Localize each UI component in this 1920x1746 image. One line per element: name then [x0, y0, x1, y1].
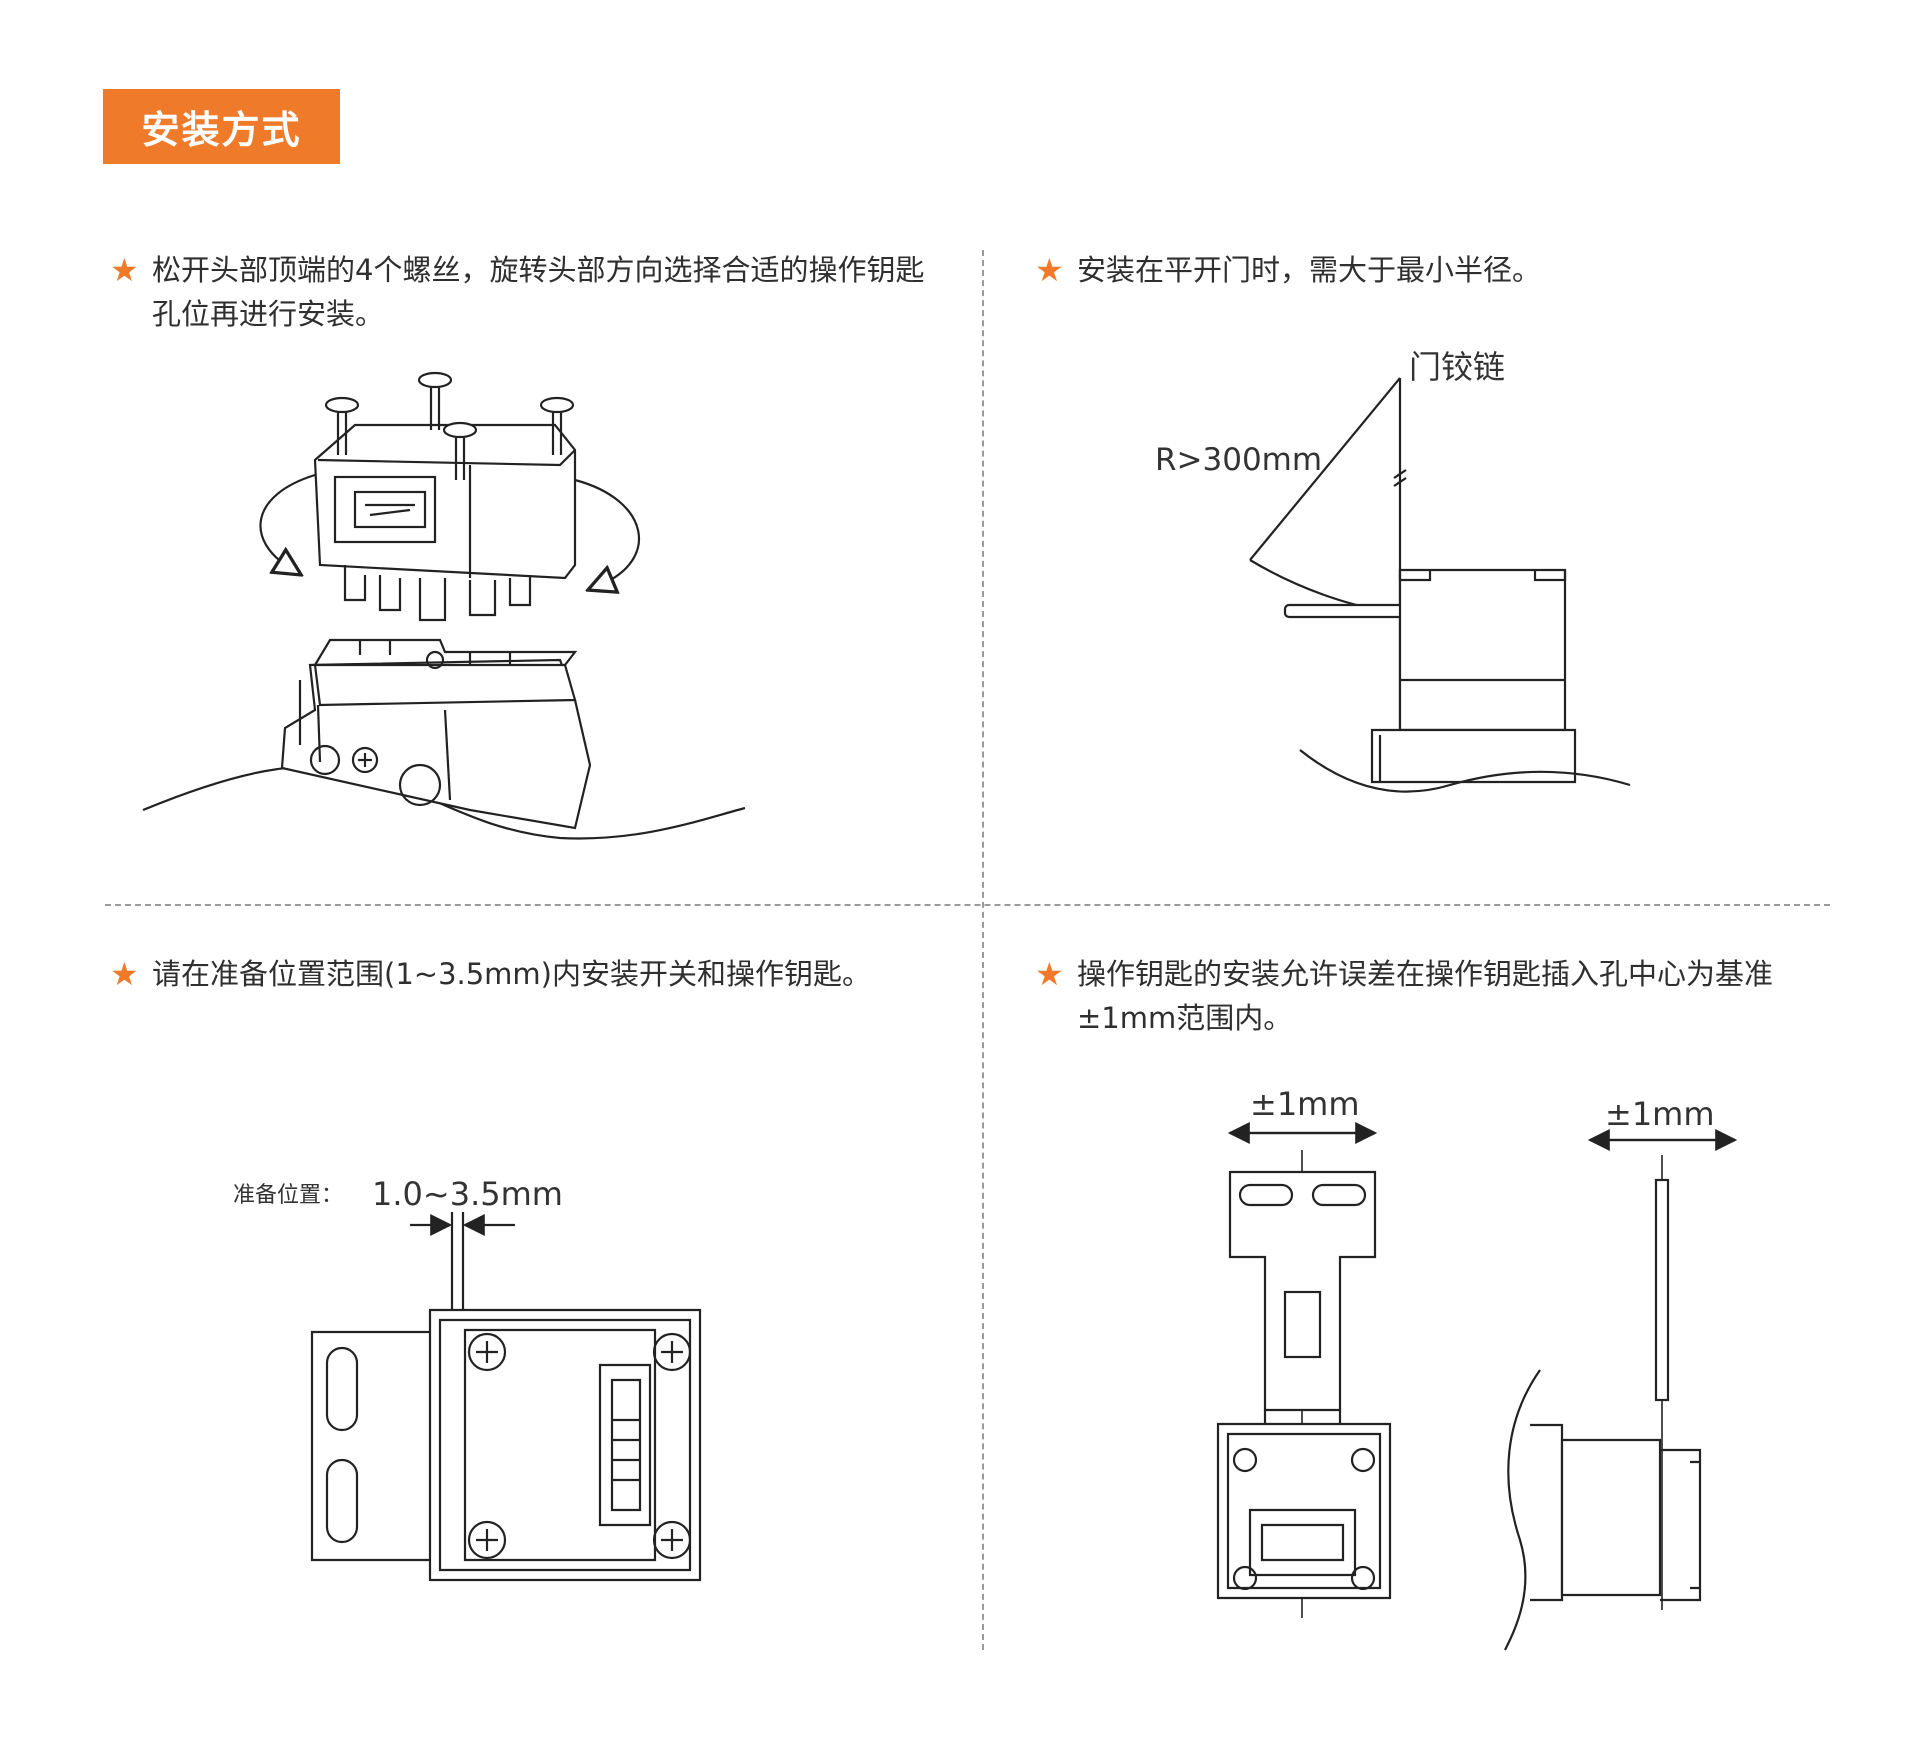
- front-tolerance-label: ±1mm: [1250, 1085, 1360, 1123]
- ready-position-diagram: 准备位置： 1.0~3.5mm: [233, 1175, 702, 1582]
- instruction-rotate-head: ★ 松开头部顶端的4个螺丝，旋转头部方向选择合适的操作钥匙孔位再进行安装。: [110, 248, 950, 336]
- instruction-text: 请在准备位置范围(1~3.5mm)内安装开关和操作钥匙。: [152, 957, 871, 991]
- section-title: 安装方式: [103, 89, 340, 164]
- horizontal-divider: [105, 904, 1830, 906]
- rotate-head-diagram: [142, 371, 746, 840]
- star-icon: ★: [1035, 251, 1064, 289]
- vertical-divider: [982, 250, 984, 1650]
- instruction-text: 操作钥匙的安装允许误差在操作钥匙插入孔中心为基准±1mm范围内。: [1077, 957, 1774, 1035]
- radius-label: R>300mm: [1155, 442, 1322, 478]
- instruction-ready-position: ★ 请在准备位置范围(1~3.5mm)内安装开关和操作钥匙。: [110, 952, 970, 996]
- star-icon: ★: [110, 251, 139, 289]
- instruction-key-tolerance: ★ 操作钥匙的安装允许误差在操作钥匙插入孔中心为基准±1mm范围内。: [1035, 952, 1835, 1040]
- instruction-text: 安装在平开门时，需大于最小半径。: [1077, 253, 1542, 287]
- position-label: 准备位置：: [233, 1183, 343, 1208]
- key-tolerance-diagram: ±1mm ±1mm: [1216, 1085, 1738, 1651]
- hinge-radius-diagram: 门铰链 R>300mm: [1155, 348, 1631, 793]
- star-icon: ★: [1035, 955, 1064, 993]
- instruction-hinge-radius: ★ 安装在平开门时，需大于最小半径。: [1035, 248, 1835, 292]
- star-icon: ★: [110, 955, 139, 993]
- instruction-text: 松开头部顶端的4个螺丝，旋转头部方向选择合适的操作钥匙孔位再进行安装。: [152, 253, 925, 331]
- range-label: 1.0~3.5mm: [372, 1175, 563, 1213]
- side-tolerance-label: ±1mm: [1605, 1095, 1715, 1133]
- hinge-label: 门铰链: [1409, 348, 1505, 386]
